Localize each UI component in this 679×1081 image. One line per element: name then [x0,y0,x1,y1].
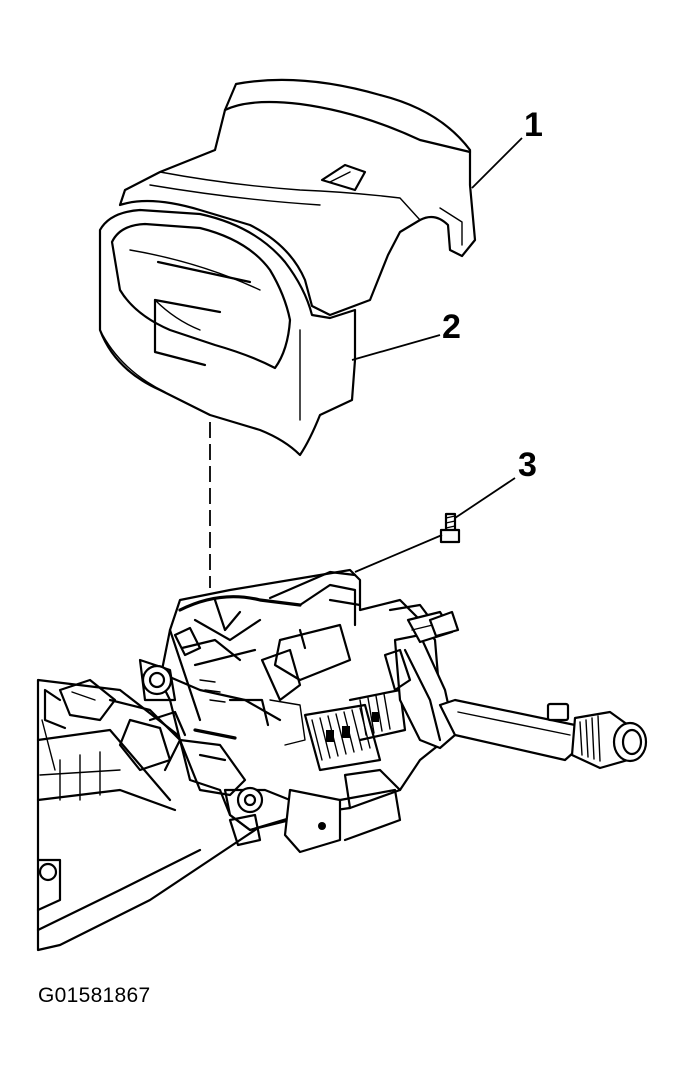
leader-line-2 [351,334,441,361]
callout-3: 3 [518,446,537,484]
leader-line-3 [454,477,516,519]
upper-shroud [118,78,477,317]
lower-shroud [98,208,357,457]
screw-alignment-line [354,534,443,573]
figure-id: G01581867 [38,984,151,1007]
callout-1: 1 [524,106,543,144]
leader-line-1 [471,137,523,189]
connector-comb [303,688,407,772]
turn-signal-lever [438,698,648,770]
steering-column-assembly [36,568,648,952]
callout-2: 2 [442,308,461,346]
